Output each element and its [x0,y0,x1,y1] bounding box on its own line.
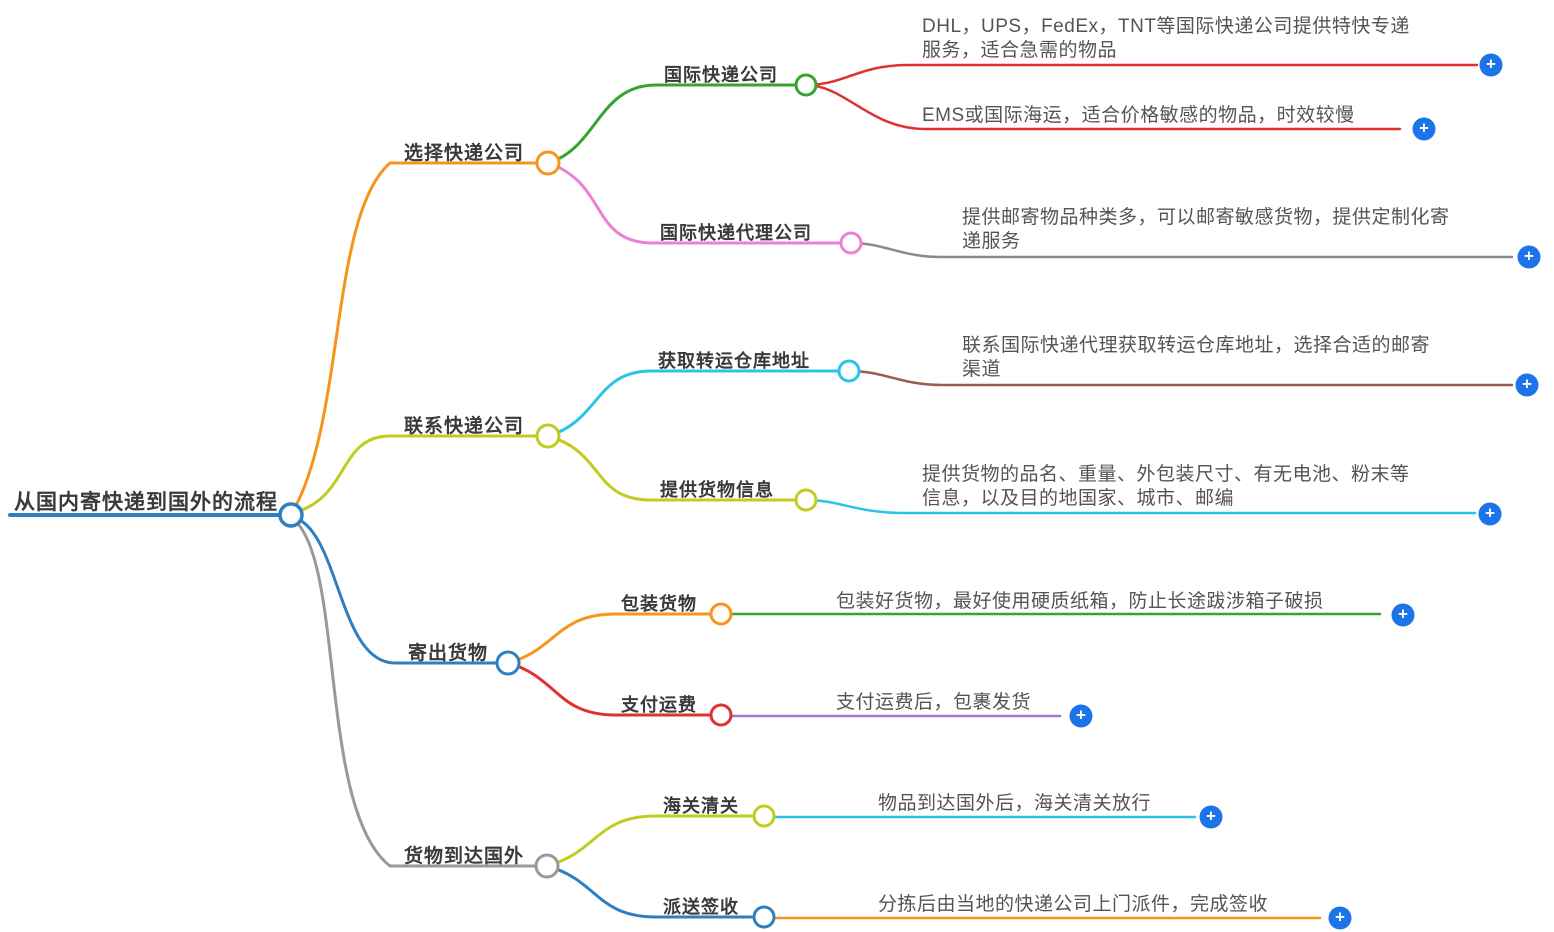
node-handle-warehouse-address[interactable] [837,359,861,383]
note-packing-advice[interactable]: 包装好货物，最好使用硬质纸箱，防止长途跋涉箱子破损 [836,591,1324,612]
note-line-dhl [804,63,1479,87]
plus-icon[interactable]: + [1328,906,1352,930]
note-line-warehouse [847,369,1514,387]
child-line-pay-freight [506,661,712,717]
plus-icon[interactable]: + [1478,502,1502,526]
node-handle-intl-express[interactable] [794,73,818,97]
node-handle-pay-freight[interactable] [709,703,733,727]
node-label-warehouse-address[interactable]: 获取转运仓库地址 [658,351,810,371]
note-payment-dispatch[interactable]: 支付运费后，包裹发货 [836,692,1032,713]
note-warehouse-address[interactable]: 联系国际快递代理获取转运仓库地址，选择合适的邮寄渠道 [962,335,1431,380]
node-label-pay-freight[interactable]: 支付运费 [621,695,697,715]
node-label-intl-express[interactable]: 国际快递公司 [664,65,778,85]
node-handle-choose-company[interactable] [535,150,561,176]
node-handle-contact-company[interactable] [535,423,561,449]
note-dhl-ups-fedex[interactable]: DHL，UPS，FedEx，TNT等国际快递公司提供特快专递服务，适合急需的物品 [922,16,1410,61]
node-handle-delivery[interactable] [752,905,776,929]
branch-label-ship-goods[interactable]: 寄出货物 [408,643,489,664]
plus-icon[interactable]: + [1515,373,1539,397]
plus-icon[interactable]: + [1479,53,1503,77]
plus-icon[interactable]: + [1199,805,1223,829]
node-handle-customs[interactable] [752,804,776,828]
note-ems-sea-freight[interactable]: EMS或国际海运，适合价格敏感的物品，时效较慢 [922,105,1355,126]
node-handle-cargo-info[interactable] [794,488,818,512]
node-label-cargo-info[interactable]: 提供货物信息 [660,480,774,500]
node-label-delivery[interactable]: 派送签收 [663,897,739,917]
node-handle-pack-goods[interactable] [709,602,733,626]
note-customs-release[interactable]: 物品到达国外后，海关清关放行 [878,793,1152,814]
child-line-intl-express [546,83,797,165]
branch-line-goods-arrive [291,517,538,868]
plus-icon[interactable]: + [1069,704,1093,728]
node-label-customs[interactable]: 海关清关 [663,796,739,816]
note-cargo-details[interactable]: 提供货物的品名、重量、外包装尺寸、有无电池、粉末等信息，以及目的地国家、城市、邮… [922,464,1410,509]
plus-icon[interactable]: + [1517,245,1541,269]
branch-line-choose-company [291,161,539,513]
node-label-intl-agency[interactable]: 国际快递代理公司 [660,223,812,243]
branch-line-ship-goods [291,515,499,665]
root-node-label[interactable]: 从国内寄快递到国外的流程 [14,491,278,514]
plus-icon[interactable]: + [1391,603,1415,627]
node-label-pack-goods[interactable]: 包装货物 [621,594,697,614]
child-line-delivery [545,864,755,919]
node-handle-goods-arrive[interactable] [534,853,560,879]
plus-icon[interactable]: + [1412,117,1436,141]
child-line-intl-agency [546,161,842,245]
branch-label-contact-company[interactable]: 联系快递公司 [404,416,525,437]
note-agency-service[interactable]: 提供邮寄物品种类多，可以邮寄敏感货物，提供定制化寄递服务 [962,207,1450,252]
note-local-delivery[interactable]: 分拣后由当地的快递公司上门派件，完成签收 [878,894,1269,915]
root-node-handle[interactable] [278,502,304,528]
branch-label-goods-arrive[interactable]: 货物到达国外 [404,846,525,867]
note-line-cargo-info [804,498,1477,515]
child-line-customs [545,814,755,868]
node-handle-ship-goods[interactable] [495,650,521,676]
child-line-pack-goods [506,612,712,665]
note-line-ems [804,83,1402,131]
child-line-cargo-info [546,434,797,502]
branch-line-contact-company [291,434,539,515]
node-handle-intl-agency[interactable] [839,231,863,255]
branch-label-choose-company[interactable]: 选择快递公司 [404,143,525,164]
child-line-warehouse-address [546,369,840,438]
